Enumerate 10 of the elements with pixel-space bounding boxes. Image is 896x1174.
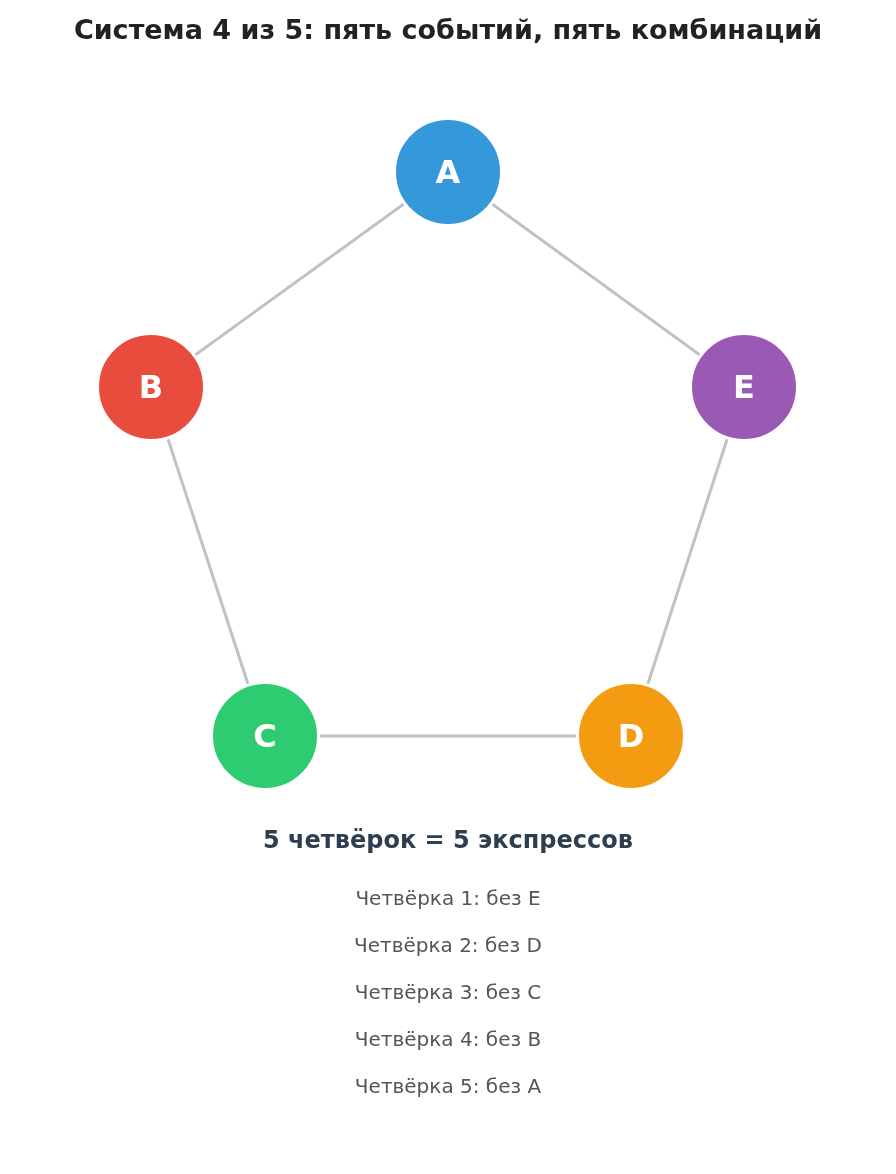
combination-note: Четвёрка 5: без A xyxy=(354,1073,542,1100)
combination-note: Четвёрка 4: без B xyxy=(354,1026,542,1053)
combination-note: Четвёрка 3: без C xyxy=(354,979,542,1006)
combination-note: Четвёрка 1: без E xyxy=(355,885,541,912)
combination-note: Четвёрка 2: без D xyxy=(354,932,542,959)
connector-line xyxy=(320,734,576,738)
title: Система 4 из 5: пять событий, пять комбинаций xyxy=(72,13,824,47)
connector-line xyxy=(194,203,405,356)
connector-line xyxy=(491,203,701,356)
summary-heading: 5 четвёрок = 5 экспрессов xyxy=(263,825,633,856)
